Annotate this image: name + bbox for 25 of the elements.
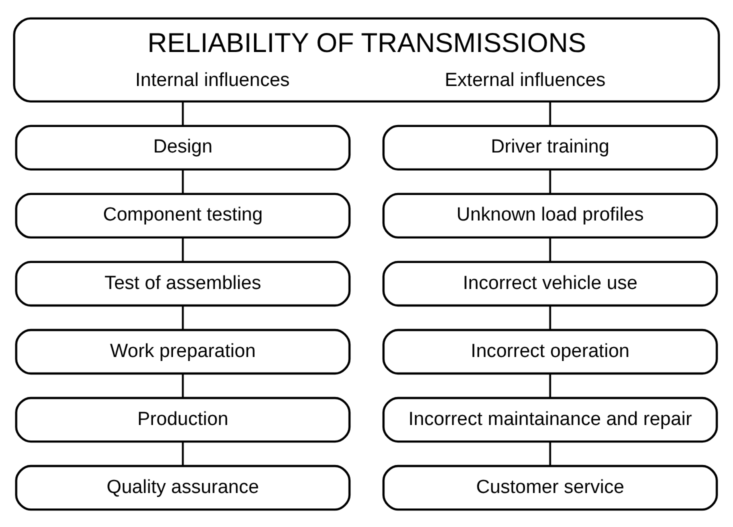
connector — [182, 305, 184, 330]
node-box: Customer service — [382, 464, 718, 510]
node-box: Work preparation — [15, 328, 351, 374]
connector — [549, 441, 552, 466]
node-box: RELIABILITY OF TRANSMISSIONS Internal influences External influences — [13, 16, 720, 102]
connector — [182, 441, 184, 466]
connector — [549, 305, 552, 330]
connector — [549, 237, 552, 262]
node-box: Incorrect vehicle use — [382, 260, 718, 306]
connector — [182, 237, 184, 262]
connector — [182, 101, 184, 126]
node-box: Incorrect operation — [382, 328, 718, 374]
node-box: Incorrect maintainance and repair — [382, 396, 718, 442]
connector — [549, 373, 552, 398]
node-box: Design — [15, 124, 351, 170]
connector — [182, 169, 184, 194]
connector — [549, 101, 552, 126]
node-box: Production — [15, 396, 351, 442]
node-box: Component testing — [15, 192, 351, 238]
node-box: Unknown load profiles — [382, 192, 718, 238]
node-box: Test of assemblies — [15, 260, 351, 306]
connector — [549, 169, 552, 194]
connector — [182, 373, 184, 398]
node-box: Quality assurance — [15, 464, 351, 510]
node-box: Driver training — [382, 124, 718, 170]
